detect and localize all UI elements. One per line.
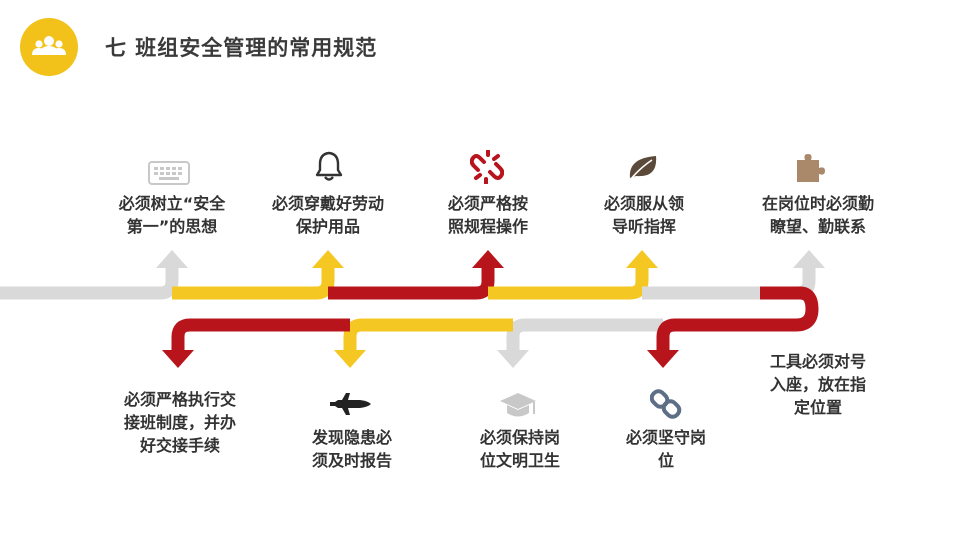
flow-yellow-lane-2	[488, 266, 649, 300]
arrow-head-red-down-2	[647, 350, 679, 368]
flow-gray-lane	[0, 266, 179, 300]
leaf-icon	[629, 156, 657, 181]
flow-red-lane	[328, 266, 495, 300]
flow-red-loop	[656, 286, 819, 352]
top-item-3-label: 必须严格按照规程操作	[447, 194, 528, 236]
arrow-head-yellow-2	[626, 250, 658, 268]
space-shuttle-icon	[330, 393, 371, 415]
page-title: 七 班组安全管理的常用规范	[105, 36, 378, 60]
broken-link-icon	[470, 150, 504, 184]
top-item-4-label: 必须服从领导听指挥	[603, 194, 684, 236]
flow-yellow-lane	[172, 266, 335, 300]
top-item-1-label: 必须树立“安全第一”的思想	[118, 194, 226, 236]
arrow-head-red-down-1	[162, 350, 194, 368]
keyboard-icon	[148, 161, 190, 185]
bell-icon	[315, 151, 343, 181]
bottom-item-1-label: 必须严格执行交接班制度，并办好交接手续	[123, 390, 236, 455]
arrow-head-gray-1	[156, 250, 188, 268]
bottom-item-3-label: 必须保持岗位文明卫生	[479, 428, 560, 470]
people-group-icon	[32, 36, 66, 55]
flow-red-lower	[171, 318, 350, 352]
top-item-2-label: 必须穿戴好劳动保护用品	[271, 194, 384, 236]
graduation-cap-icon	[500, 393, 536, 417]
arrow-head-gray-2	[793, 250, 825, 268]
bottom-item-4-label: 必须坚守岗位	[625, 428, 706, 470]
arrow-head-red-1	[472, 250, 504, 268]
arrow-head-yellow-1	[312, 250, 344, 268]
top-item-5-label: 在岗位时必须勤瞭望、勤联系	[761, 194, 874, 236]
arrow-head-gray-down	[497, 350, 529, 368]
bottom-item-2-label: 发现隐患必须及时报告	[311, 428, 392, 470]
flow-gray-lower	[506, 318, 663, 352]
puzzle-icon	[797, 154, 825, 182]
bottom-item-5-label: 工具必须对号入座，放在指定位置	[769, 352, 866, 417]
flow-yellow-lower	[343, 318, 513, 352]
chain-link-icon	[650, 389, 682, 419]
header-badge	[20, 18, 78, 76]
arrow-head-yellow-down	[334, 350, 366, 368]
